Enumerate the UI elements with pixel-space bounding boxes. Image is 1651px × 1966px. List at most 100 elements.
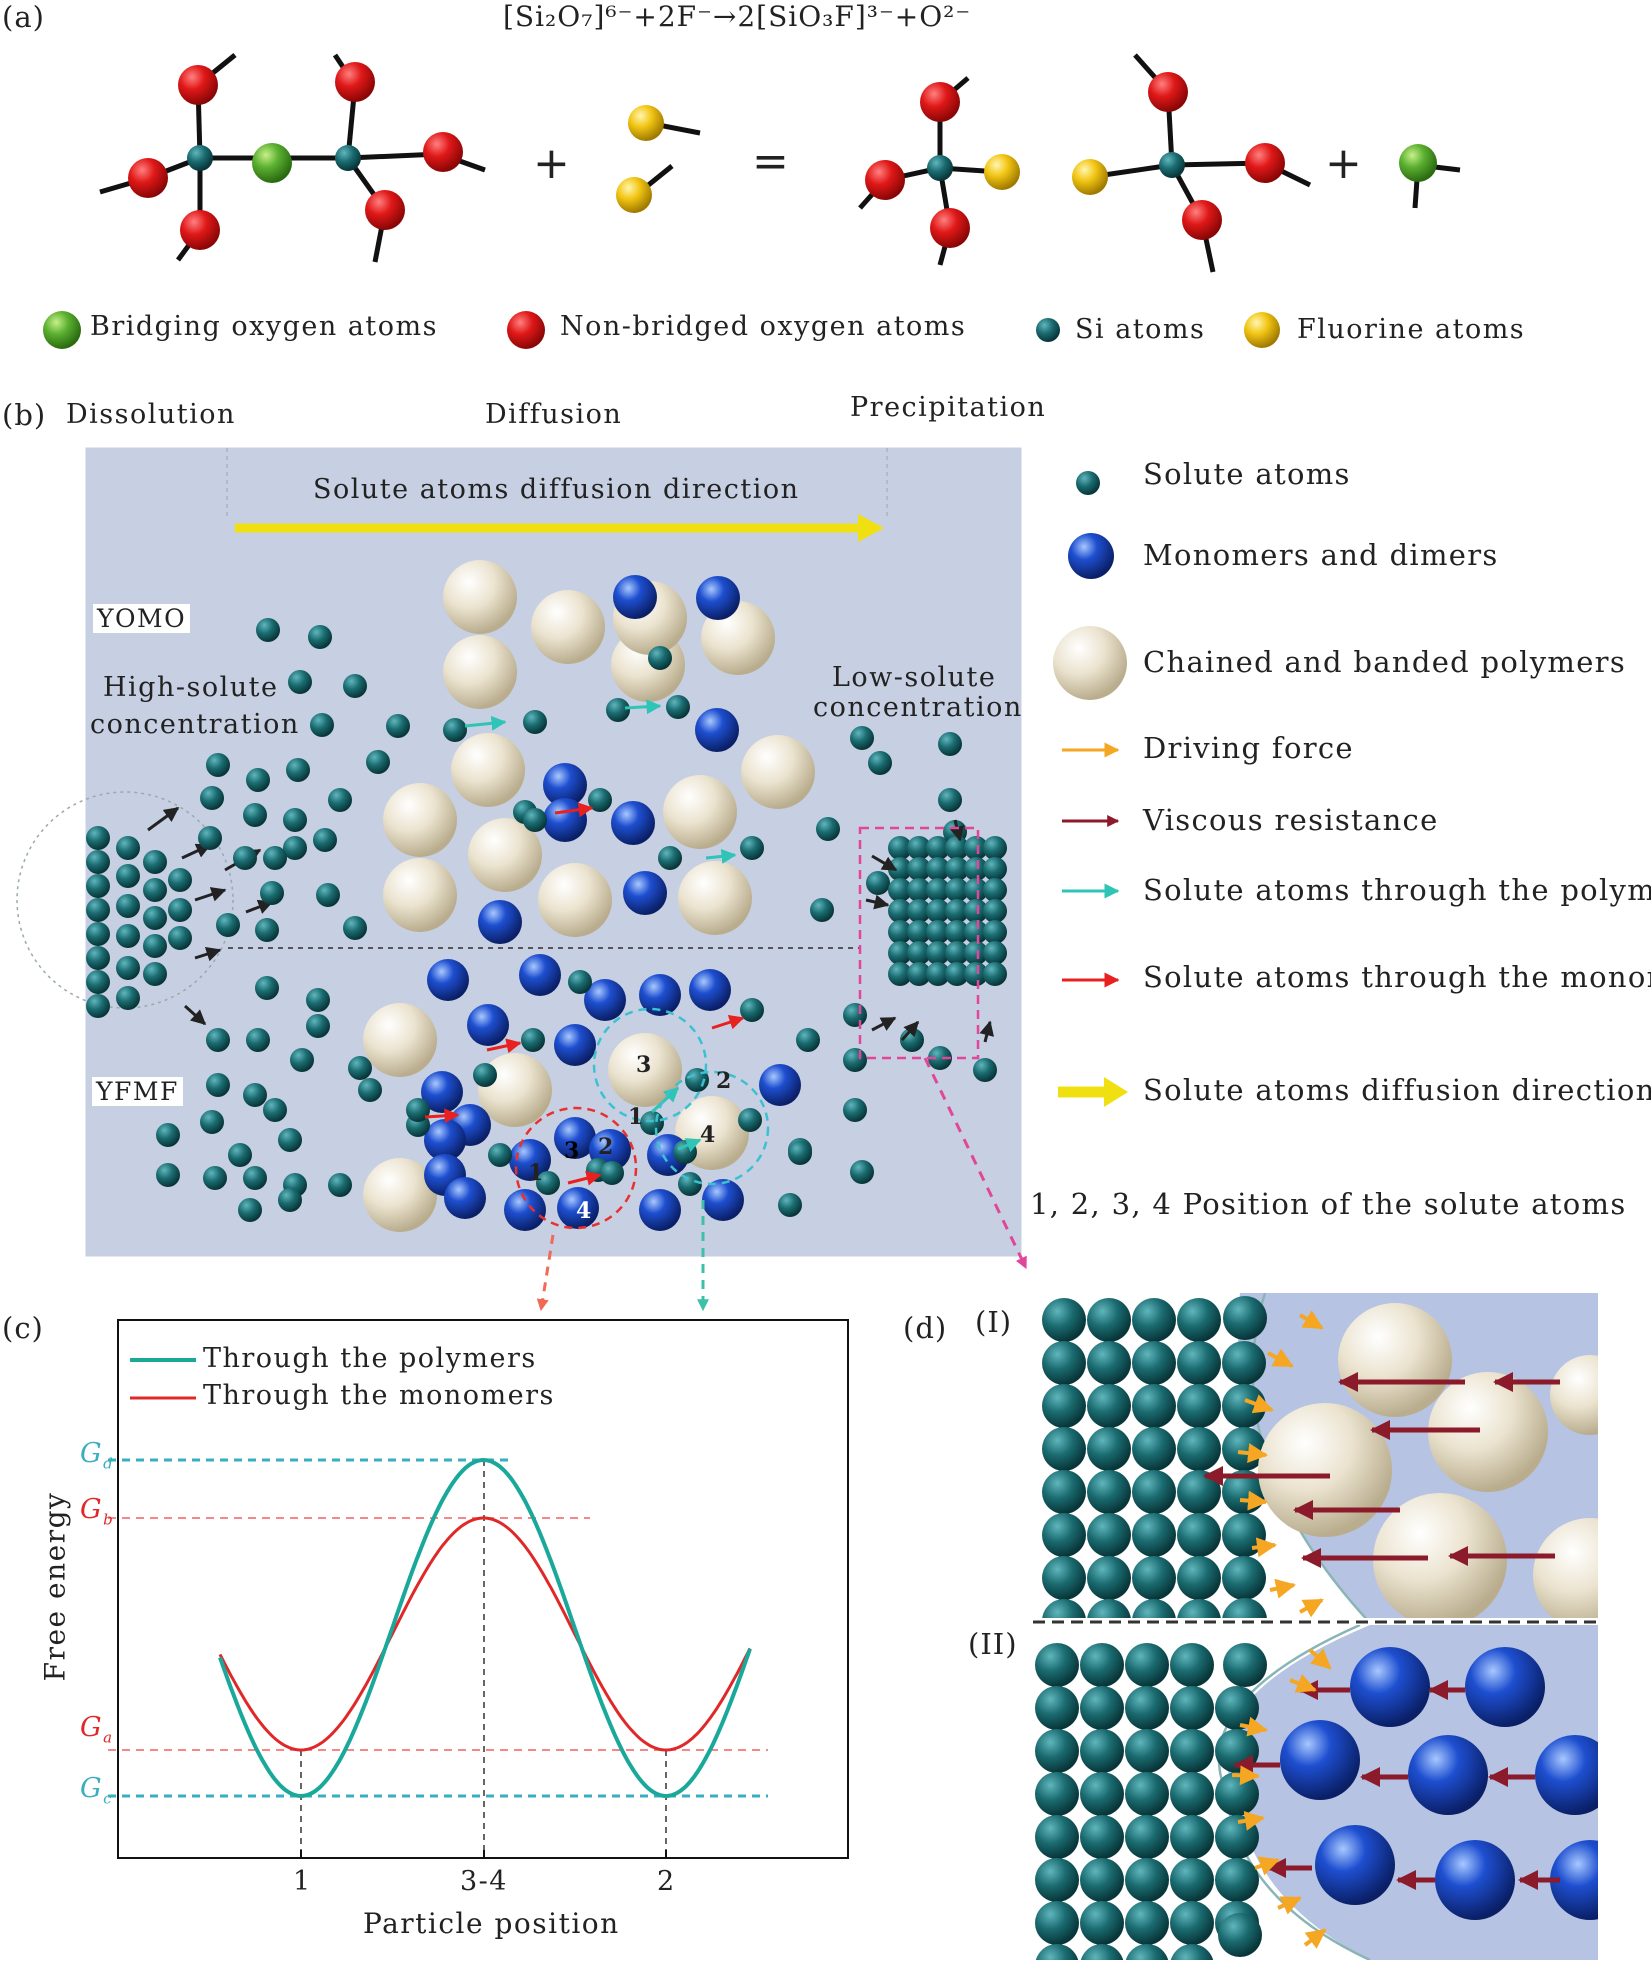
flow-arrow <box>979 1020 995 1043</box>
solute-atom <box>945 836 969 860</box>
legend-driving-force: Driving force <box>1143 731 1354 765</box>
solute-atom <box>588 788 612 812</box>
solute-atom <box>263 1098 287 1122</box>
solute-atom <box>1132 1341 1176 1385</box>
solute-atom <box>666 695 690 719</box>
solute-atom <box>964 899 988 923</box>
solute-atom <box>964 920 988 944</box>
solute-atom <box>278 1188 302 1212</box>
solute-atom <box>945 920 969 944</box>
solute-atom <box>238 1198 262 1222</box>
solute-atom <box>86 994 110 1018</box>
solute-atom <box>810 898 834 922</box>
solute-atom <box>964 878 988 902</box>
solute-atom <box>116 956 140 980</box>
force-arrow <box>1254 1856 1280 1876</box>
legend-fluorine-atoms: Fluorine atoms <box>1297 314 1526 345</box>
force-arrow <box>1231 1765 1260 1786</box>
monomer <box>695 708 739 752</box>
solute-atom <box>1177 1298 1221 1342</box>
monomer <box>557 1187 599 1229</box>
solute-atom <box>316 883 340 907</box>
y-axis-label: Free energy <box>38 1491 72 1682</box>
solute-atom-icon <box>1076 471 1100 495</box>
solute-atom <box>206 1028 230 1052</box>
polymer <box>1550 1355 1598 1435</box>
force-arrow <box>1298 1310 1324 1330</box>
polymer <box>663 775 737 849</box>
plus-sign-2: + <box>1325 138 1363 189</box>
solute-atom <box>1087 1384 1131 1428</box>
solute-atom <box>1035 1772 1079 1816</box>
monomer <box>554 1024 596 1066</box>
solute-atom <box>778 1193 802 1217</box>
solute-atom <box>928 1046 952 1070</box>
solute-atom <box>740 836 764 860</box>
solute-atom <box>1035 1729 1079 1773</box>
solute-atom <box>983 878 1007 902</box>
flow-arrow <box>949 819 965 842</box>
force-arrow <box>1289 1674 1317 1693</box>
panel-d-sub1: (I) <box>975 1305 1013 1339</box>
solute-atom <box>288 670 312 694</box>
monomer <box>478 900 522 944</box>
solute-atom <box>1125 1944 1169 1960</box>
solute-atom <box>243 1083 267 1107</box>
solute-atom <box>283 808 307 832</box>
force-arrow <box>1251 1537 1277 1558</box>
flow-arrow <box>424 1108 460 1124</box>
solute-atom <box>1222 1556 1266 1600</box>
diffusion-arrow-text: Solute atoms diffusion direction <box>313 474 800 505</box>
solute-atom <box>1042 1513 1086 1557</box>
solute-atom <box>964 962 988 986</box>
solute-atom <box>1132 1556 1176 1600</box>
solute-atom <box>606 698 630 722</box>
solute-atom <box>796 1028 820 1052</box>
solute-atom <box>1035 1858 1079 1902</box>
pointer-arrows <box>536 1057 1028 1312</box>
solute-atom <box>523 710 547 734</box>
solute-atom <box>1223 1643 1267 1687</box>
solute-atom <box>366 750 390 774</box>
solute-atom <box>983 836 1007 860</box>
flow-arrow <box>567 1170 602 1186</box>
solute-atom <box>1087 1427 1131 1471</box>
equals-sign: = <box>752 136 790 187</box>
solute-atom <box>1132 1599 1176 1618</box>
force-arrow <box>1277 1896 1302 1915</box>
monomer <box>1408 1735 1488 1815</box>
solute-atom <box>1125 1815 1169 1859</box>
level-gd: Gd <box>80 1438 115 1473</box>
solute-atom <box>86 898 110 922</box>
diffusion-diagram <box>16 447 1022 1257</box>
flow-arrow <box>624 699 662 715</box>
solute-atom <box>945 878 969 902</box>
solute-atom <box>888 836 912 860</box>
x-tick-2: 2 <box>657 1866 676 1897</box>
solute-atom <box>256 618 280 642</box>
solute-atom <box>1042 1470 1086 1514</box>
solute-atom <box>1170 1772 1214 1816</box>
solute-atom <box>143 906 167 930</box>
solute-atom <box>86 826 110 850</box>
legend-non-bridged-oxygen: Non-bridged oxygen atoms <box>560 311 967 342</box>
solute-atom <box>255 918 279 942</box>
flow-arrow <box>650 1086 680 1114</box>
solute-atom <box>926 941 950 965</box>
legend-bridging-oxygen: Bridging oxygen atoms <box>90 311 438 342</box>
solute-atom <box>116 836 140 860</box>
solute-atom <box>1132 1470 1176 1514</box>
bridging-oxygen-icon <box>43 311 81 349</box>
polymer <box>1533 1518 1598 1618</box>
high-solute-line2: concentration <box>90 709 300 740</box>
solute-atom <box>246 768 270 792</box>
solute-atom <box>1080 1772 1124 1816</box>
flow-arrow <box>871 1016 897 1032</box>
solute-atom <box>1042 1298 1086 1342</box>
position-label-3-polymer: 3 <box>636 1052 653 1078</box>
monomer <box>554 1117 596 1159</box>
legend-monomers: Monomers and dimers <box>1143 538 1499 572</box>
polymer <box>451 733 525 807</box>
level-gc: Gc <box>80 1773 113 1808</box>
monomer <box>1465 1647 1545 1727</box>
